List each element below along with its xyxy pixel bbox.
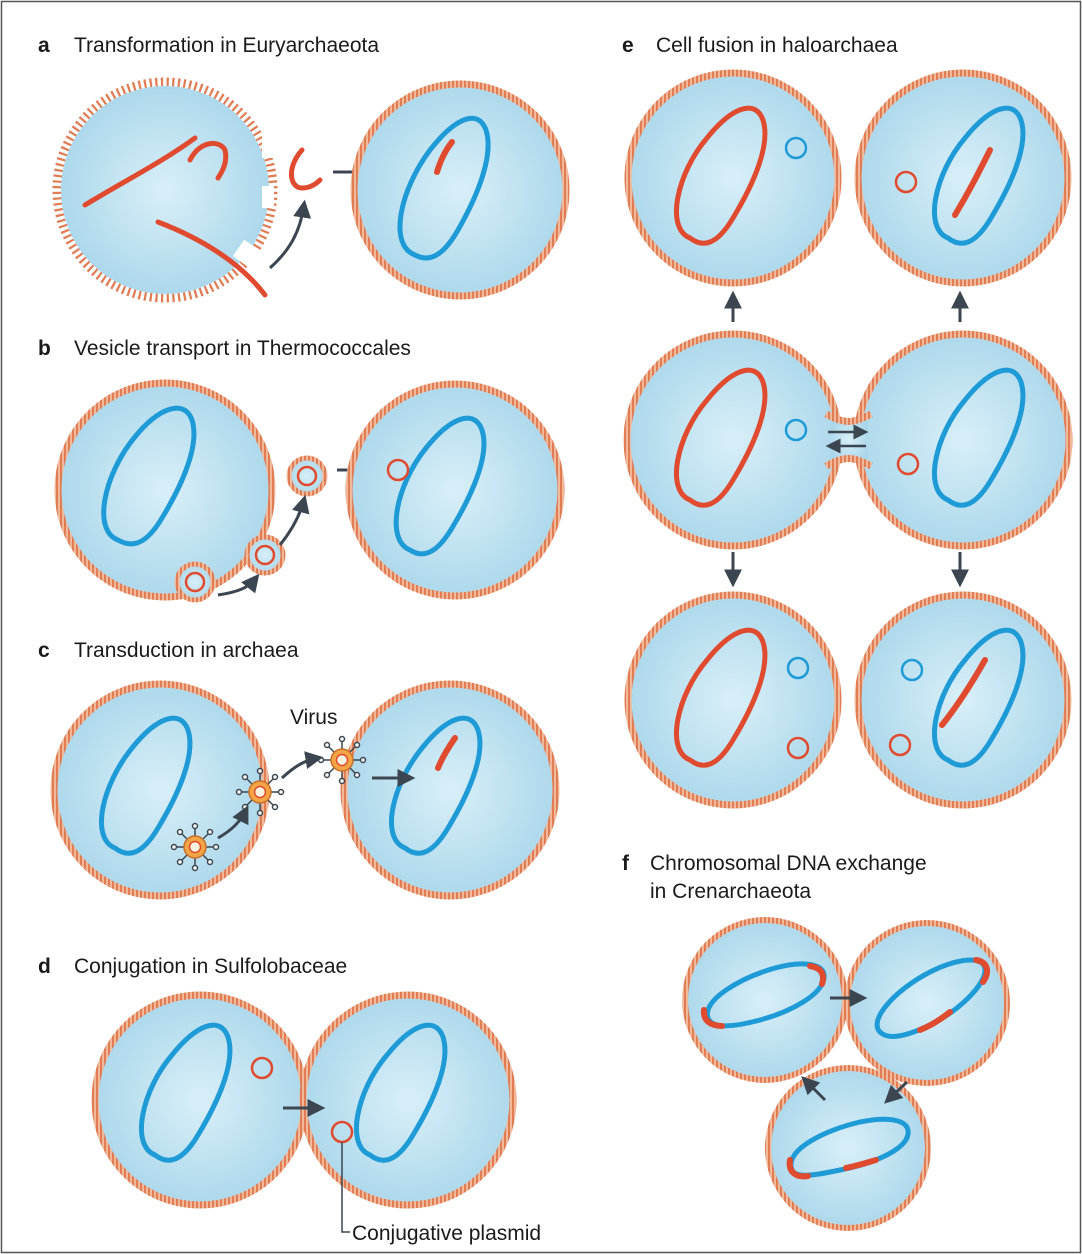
dna-fragment: [82, 135, 198, 208]
dna-segment: [843, 1157, 879, 1171]
cell-f-right: [844, 920, 1010, 1086]
panel-e: e Cell fusion in haloarchaea: [622, 34, 1073, 809]
dna-segment: [786, 1157, 811, 1180]
dna-fragment: [155, 219, 268, 298]
cell-c-recipient: [340, 680, 560, 900]
dna-segment: [973, 957, 991, 985]
panel-a-title: Transformation in Euryarchaeota: [74, 34, 379, 57]
plasmid: [896, 452, 920, 476]
plasmid: [386, 458, 410, 482]
cell-f-bottom: [765, 1065, 931, 1231]
chromosome-red: [674, 627, 768, 768]
plasmid: [888, 733, 912, 757]
chromosome-red: [674, 105, 768, 246]
panel-b-title: Vesicle transport in Thermococcales: [74, 337, 411, 360]
dna-segment: [917, 1009, 953, 1033]
plasmid: [784, 136, 808, 160]
recombined-segment: [952, 147, 993, 218]
chromosome: [932, 627, 1026, 768]
chromosome: [139, 1022, 233, 1163]
panel-b-letter: b: [38, 337, 51, 360]
panel-a-letter: a: [38, 34, 50, 57]
free-dna-fragment: [289, 147, 323, 191]
callout-line: [341, 1142, 350, 1233]
dna-segment: [700, 1007, 725, 1029]
plasmid: [900, 658, 924, 682]
recombined-segment: [939, 657, 988, 728]
virus-particle: [170, 822, 220, 872]
panel-d-letter: d: [38, 955, 51, 978]
panel-e-title: Cell fusion in haloarchaea: [656, 34, 898, 57]
cell-e-top-left: [624, 69, 842, 287]
exchange-arrow: [884, 1080, 909, 1104]
chromosome: [788, 1116, 911, 1178]
chromosome: [101, 405, 197, 547]
integrated-dna: [435, 735, 458, 771]
cell-b-donor: [54, 379, 276, 601]
panel-d-title: Conjugation in Sulfolobaceae: [74, 955, 347, 978]
plasmid: [786, 656, 810, 680]
exchange-arrow: [801, 1076, 827, 1102]
cell-e-top-right: [854, 69, 1072, 287]
cell-f-left: [682, 917, 848, 1083]
budding-vesicle: [174, 561, 216, 603]
fused-cells: [623, 330, 1073, 550]
virus-particle: [235, 767, 285, 817]
plasmid: [784, 418, 808, 442]
chromosome-red: [674, 367, 768, 508]
virus-arrow: [280, 751, 324, 780]
uptake-arrow: [268, 199, 312, 270]
chromosome: [932, 367, 1026, 508]
cell-d-recipient: [299, 991, 517, 1209]
virus-label: Virus: [290, 706, 337, 729]
integrated-dna: [434, 139, 455, 175]
cell-c-donor: [50, 680, 270, 900]
chromosome: [354, 1022, 448, 1163]
budding-vesicle: [244, 534, 286, 576]
plasmid: [250, 1056, 274, 1080]
virus-particle: [317, 735, 367, 785]
vesicle-arrow: [217, 573, 260, 597]
panel-f-letter: f: [622, 852, 630, 875]
released-vesicle: [286, 455, 328, 497]
panel-b: b Vesicle transport in Thermococcales: [38, 337, 565, 603]
dna-fragment: [187, 140, 229, 181]
cell-a-donor: [52, 77, 278, 303]
chromosome: [393, 415, 487, 557]
chromosome: [932, 105, 1026, 246]
panel-d: d Conjugation in Sulfolobaceae Conjugati…: [38, 955, 541, 1245]
panel-c: c Transduction in archaea Virus: [38, 639, 560, 900]
cell-a-recipient: [350, 80, 570, 300]
panel-f-title-line1: Chromosomal DNA exchange: [650, 852, 927, 875]
panel-f-title-line2: in Crenarchaeota: [650, 880, 811, 903]
cell-b-recipient: [345, 380, 565, 600]
cell-e-bottom-left: [624, 591, 842, 809]
cell-e-bottom-right: [854, 591, 1072, 809]
conjugative-plasmid-label: Conjugative plasmid: [352, 1222, 541, 1245]
vesicle-arrow: [278, 494, 310, 546]
panel-f: f Chromosomal DNA exchange in Crenarchae…: [622, 852, 1010, 1231]
cell-d-donor: [91, 991, 309, 1209]
panel-a: a Transformation in Euryarchaeota: [38, 34, 570, 303]
chromosome: [99, 715, 193, 856]
chromosome: [397, 115, 491, 261]
dna-segment: [807, 963, 827, 987]
panel-e-letter: e: [622, 34, 634, 57]
plasmid: [786, 736, 810, 760]
panel-c-title: Transduction in archaea: [74, 639, 299, 662]
virus-arrow: [217, 805, 249, 840]
chromosome: [389, 715, 483, 856]
panel-c-letter: c: [38, 639, 50, 662]
plasmid: [894, 170, 918, 194]
